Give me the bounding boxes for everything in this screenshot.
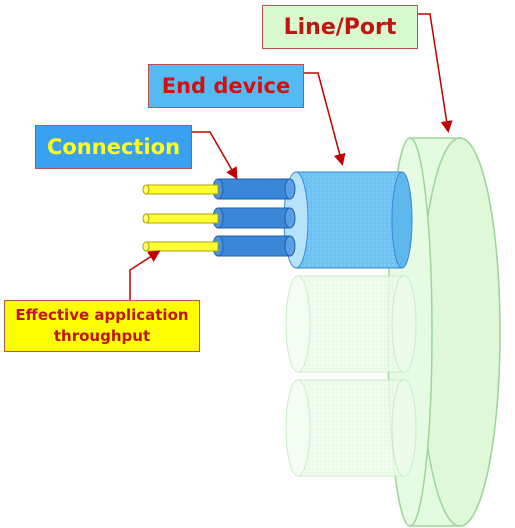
arrow-connection [192,131,238,180]
application-wire-3 [142,241,219,252]
application-wires [142,184,219,252]
end-device-cylinder [283,171,413,269]
application-wire-2 [142,213,219,224]
line-port-label: Line/Port [262,5,418,49]
line-port-text: Line/Port [283,14,397,40]
connection-tube-1 [212,178,296,200]
ghost-device-lower [285,379,417,477]
connection-text: Connection [46,135,181,159]
arrow-end-device [304,72,346,166]
connection-tube-2 [212,207,296,229]
connection-tubes [212,178,296,257]
connection-label: Connection [35,125,192,169]
end-device-text: End device [161,74,291,98]
arrow-line-port [418,13,453,133]
callout-arrows [129,13,453,300]
throughput-text-line1: Effective application [15,306,189,324]
application-wire-1 [142,184,219,195]
throughput-text-line2: throughput [53,327,151,345]
connection-tube-3 [212,235,296,257]
end-device-label: End device [148,64,304,108]
arrow-throughput [129,250,161,300]
throughput-label: Effective application throughput [4,300,200,352]
ghost-device-upper [285,275,417,373]
